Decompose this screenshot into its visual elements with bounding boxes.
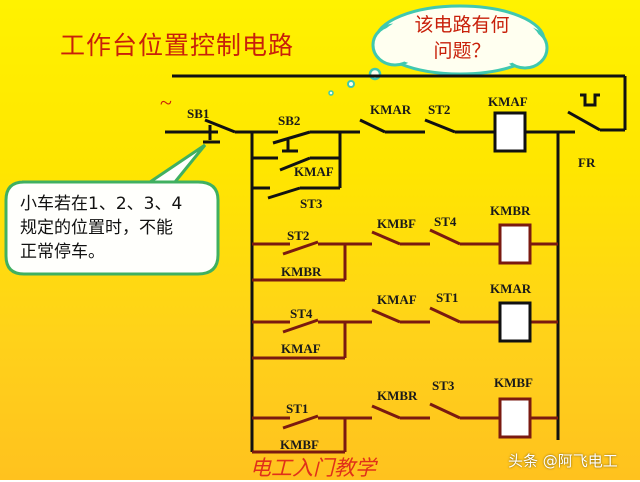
- coil-kmar: [498, 301, 532, 343]
- label-row1-kmar: KMAR: [370, 102, 412, 117]
- label-row1-st2: ST2: [428, 102, 450, 117]
- label-row4-kmbf-hold: KMBF: [280, 437, 319, 452]
- source-credit: 头条 @阿飞电工: [508, 452, 618, 470]
- label-row2-coil: KMBR: [490, 203, 531, 218]
- thought-line-1: 该电路有何: [414, 14, 510, 36]
- callout-line-3: 正常停车。: [20, 242, 105, 262]
- label-sb2: SB2: [278, 113, 300, 128]
- label-row1-coil: KMAF: [488, 94, 528, 109]
- power-symbol: ~: [160, 90, 172, 115]
- page-title: 工作台位置控制电路: [60, 31, 295, 60]
- label-row3-st1: ST1: [436, 290, 458, 305]
- label-row4-kmbr: KMBR: [377, 388, 418, 403]
- label-row3-kmaf-hold: KMAF: [281, 341, 321, 356]
- label-row3-coil: KMAR: [490, 281, 532, 296]
- label-row4-st1: ST1: [286, 401, 308, 416]
- label-row3-kmaf: KMAF: [377, 292, 417, 307]
- label-row4-st3: ST3: [432, 378, 455, 393]
- label-row2-kmbf: KMBF: [377, 216, 416, 231]
- label-kmaf-hold: KMAF: [294, 164, 334, 179]
- wiring-darkred: [252, 223, 558, 454]
- label-fr: FR: [578, 155, 596, 170]
- callout-line-2: 规定的位置时，不能: [20, 218, 173, 238]
- label-row2-st2: ST2: [287, 228, 309, 243]
- label-row3-st4: ST4: [290, 306, 313, 321]
- callout-line-1: 小车若在1、2、3、4: [20, 194, 183, 214]
- callout-text: 小车若在1、2、3、4 规定的位置时，不能 正常停车。: [20, 192, 220, 264]
- thought-cloud: [328, 4, 549, 96]
- thought-bubble-text: 该电路有何 问题？: [392, 12, 532, 64]
- label-row2-st4: ST4: [434, 214, 457, 229]
- watermark: 电工入门教学: [250, 456, 376, 480]
- thought-line-2: 问题？: [433, 40, 491, 62]
- wiring-black: [165, 74, 627, 452]
- callout-bubble: [4, 143, 220, 276]
- label-row2-kmbr-hold: KMBR: [281, 264, 322, 279]
- label-row4-coil: KMBF: [494, 375, 533, 390]
- label-sb1: SB1: [187, 106, 209, 121]
- label-st3-top: ST3: [300, 196, 323, 211]
